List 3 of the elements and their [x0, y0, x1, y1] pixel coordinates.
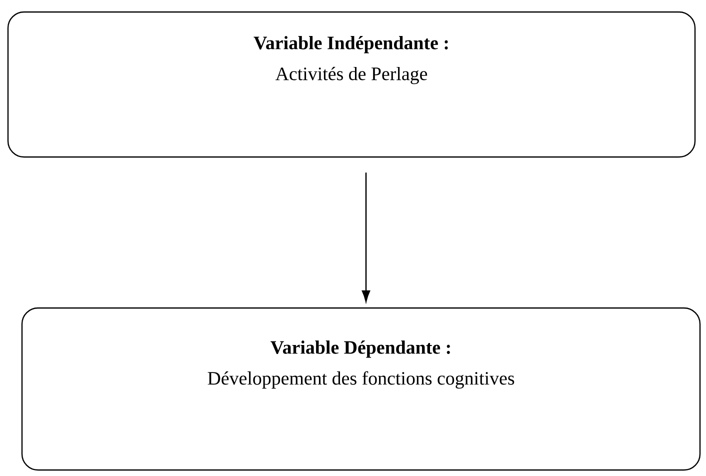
variable-box: Variable Indépendante : Activités de Perlage	[7, 11, 696, 158]
arrow	[362, 172, 370, 302]
variable-box: Variable Dépendante : Développement des fonctions cognitives	[21, 307, 701, 471]
